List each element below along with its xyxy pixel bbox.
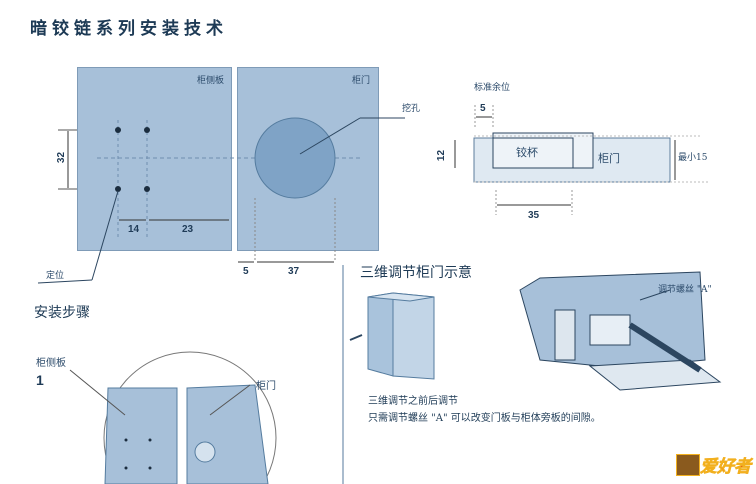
page-title: 暗铰链系列安装技术 bbox=[30, 19, 228, 39]
dim-32: 32 bbox=[56, 151, 68, 164]
door-label: 柜门 bbox=[352, 76, 371, 86]
dim-37: 37 bbox=[288, 266, 300, 277]
section-door-label: 柜门 bbox=[598, 152, 620, 165]
depth-12: 12 bbox=[436, 149, 448, 162]
install-side-panel-label: 柜侧板 bbox=[36, 358, 66, 369]
min-thickness-label: 最小15 bbox=[678, 153, 708, 163]
adjust-subtitle: 三维调节之前后调节 bbox=[368, 396, 458, 407]
dim-23: 23 bbox=[182, 224, 194, 235]
side-panel-label: 柜侧板 bbox=[197, 76, 225, 86]
watermark-logo: 爱好者 bbox=[676, 446, 752, 478]
adjust-section-title: 三维调节柜门示意 bbox=[360, 265, 472, 281]
adjust-description: 只需调节螺丝 "A" 可以改变门板与柜体旁板的间隙。 bbox=[368, 413, 601, 424]
install-door-label: 柜门 bbox=[256, 381, 276, 392]
standard-margin-label: 标准余位 bbox=[474, 83, 511, 93]
step-number: 1 bbox=[36, 372, 44, 388]
cup-width-35: 35 bbox=[528, 210, 540, 221]
positioning-label: 定位 bbox=[46, 271, 65, 281]
logo-text: 爱好者 bbox=[700, 457, 752, 478]
screw-label: 调节螺丝 "A" bbox=[658, 285, 712, 295]
dim-14: 14 bbox=[128, 224, 140, 235]
margin-5: 5 bbox=[480, 103, 486, 114]
cup-label: 铰杯 bbox=[516, 146, 538, 159]
dim-5: 5 bbox=[243, 266, 249, 277]
hole-label: 挖孔 bbox=[402, 104, 421, 114]
logo-icon bbox=[676, 454, 700, 476]
install-section-title: 安装步骤 bbox=[34, 305, 90, 321]
